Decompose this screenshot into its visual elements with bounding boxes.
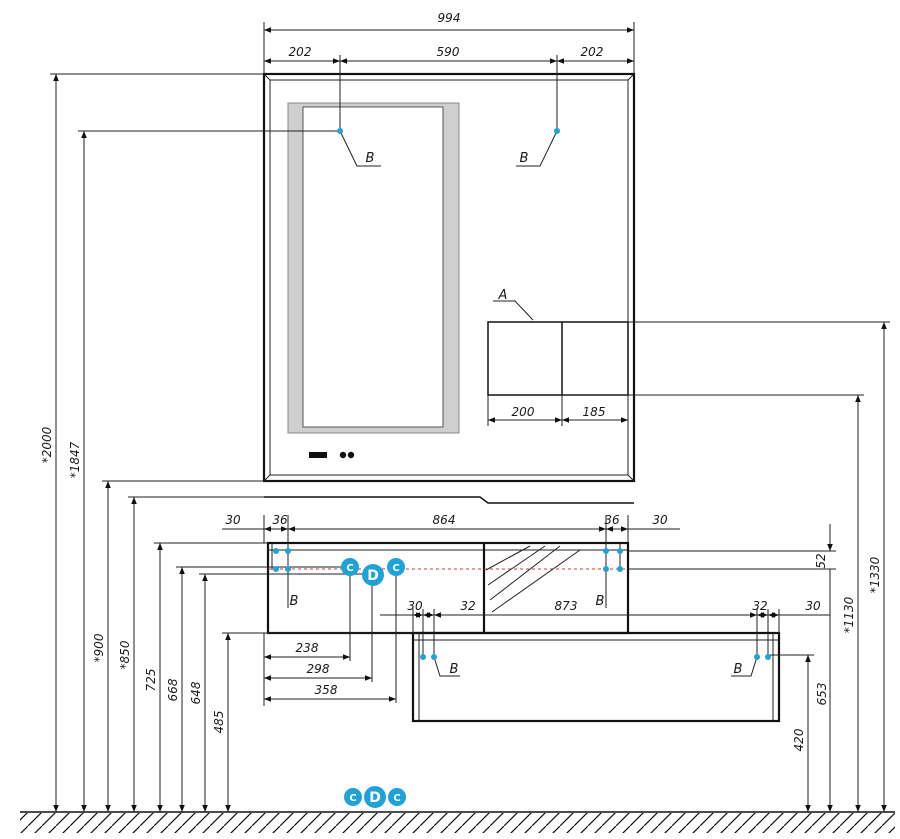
dim-864: 864 xyxy=(433,513,456,527)
dim-485: 485 xyxy=(212,711,226,734)
drawer-unit xyxy=(411,631,781,723)
svg-text:C: C xyxy=(392,563,399,574)
dim-32-drawer-left: 32 xyxy=(460,599,475,613)
dim-994: 994 xyxy=(438,11,461,25)
vanity xyxy=(264,496,781,723)
dim-1130: *1130 xyxy=(842,596,856,633)
dim-202-left: 202 xyxy=(289,45,312,59)
mount-points xyxy=(273,128,771,660)
svg-text:D: D xyxy=(369,790,381,806)
label-b-top-left: B xyxy=(366,151,375,166)
dim-30-right: 30 xyxy=(652,513,668,527)
part-labels: A B B B B B B xyxy=(290,151,743,677)
label-a: A xyxy=(498,288,508,303)
svg-text:C: C xyxy=(346,563,353,574)
dim-725: 725 xyxy=(144,669,158,692)
dim-36-left: 36 xyxy=(272,513,288,527)
dim-36-right: 36 xyxy=(604,513,620,527)
dim-202-right: 202 xyxy=(581,45,604,59)
marker-cdc-top: C D C xyxy=(341,558,405,586)
dim-32-drawer-right: 32 xyxy=(752,599,767,613)
dim-1330: *1330 xyxy=(868,556,882,593)
dimension-lines xyxy=(50,22,890,812)
label-b-drawer-right: B xyxy=(734,662,743,677)
dim-2000: *2000 xyxy=(40,426,54,463)
dim-238: 238 xyxy=(296,641,319,655)
dim-30-left: 30 xyxy=(225,513,241,527)
marker-cdc-floor: C D C xyxy=(344,786,406,808)
floor xyxy=(20,811,895,833)
label-b-vanity-left: B xyxy=(290,594,299,609)
dim-200: 200 xyxy=(512,405,535,419)
dim-648: 648 xyxy=(189,681,203,704)
svg-text:C: C xyxy=(393,793,400,804)
switch-icon xyxy=(309,452,327,458)
dim-30-drawer-right: 30 xyxy=(805,599,821,613)
svg-text:D: D xyxy=(367,568,379,584)
label-b-top-right: B xyxy=(520,151,529,166)
dim-850: *850 xyxy=(118,640,132,669)
dim-420: 420 xyxy=(792,728,806,751)
shelf-box xyxy=(487,321,629,396)
dim-30-drawer-left: 30 xyxy=(407,599,423,613)
dim-900: *900 xyxy=(92,633,106,662)
dim-1847: *1847 xyxy=(68,441,82,478)
mirror-cabinet xyxy=(262,72,636,483)
dimension-labels: 994 202 590 202 *2000 *1847 *900 *850 72… xyxy=(40,11,882,751)
dim-873: 873 xyxy=(555,599,578,613)
dim-668: 668 xyxy=(166,678,180,701)
dim-185: 185 xyxy=(583,405,606,419)
dim-590: 590 xyxy=(437,45,460,59)
dim-653: 653 xyxy=(815,683,829,706)
dim-358: 358 xyxy=(315,683,338,697)
dim-298: 298 xyxy=(307,662,330,676)
label-b-drawer-left: B xyxy=(450,662,459,677)
dim-52: 52 xyxy=(814,553,828,568)
label-b-vanity-right: B xyxy=(596,594,605,609)
svg-text:C: C xyxy=(349,793,356,804)
